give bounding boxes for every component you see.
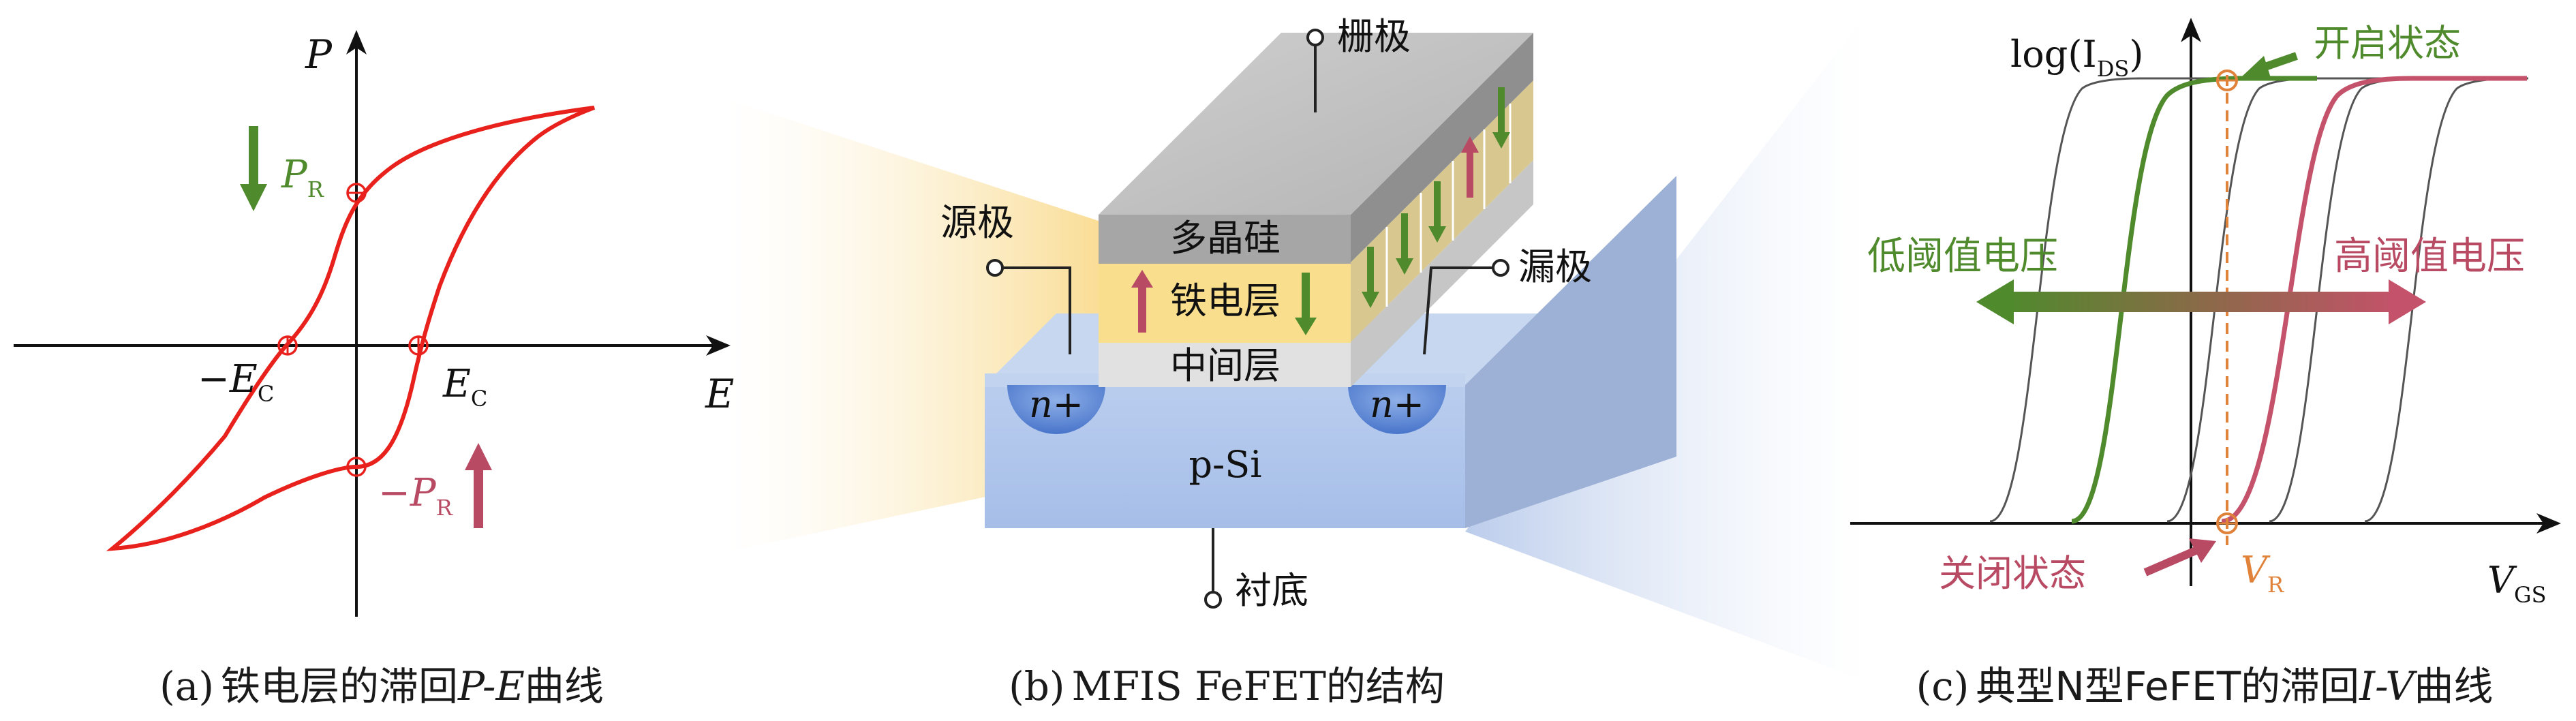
ec-label: EC [442, 362, 487, 412]
side-down-arrow [1396, 213, 1413, 275]
pr-down-arrow [240, 126, 267, 211]
caption-c-text2: 曲线 [2414, 663, 2494, 709]
caption-b-prefix: (b) [1009, 663, 1065, 709]
high-vt-label: 高阈值电压 [2334, 234, 2525, 279]
side-domain-arrows [1362, 87, 1510, 308]
iv-y-label: log(IDS) [2010, 33, 2143, 82]
poly-side [1351, 33, 1533, 262]
side-down-arrow [1428, 181, 1446, 243]
gate-label: 栅极 [1337, 15, 1411, 58]
nplus-right-label: n+ [1370, 383, 1424, 426]
iv-curve-low-vt [2071, 76, 2317, 524]
psi-label: p-Si [1189, 443, 1261, 486]
ferro-label: 铁电层 [1170, 279, 1281, 322]
panel-c: log(IDS) 开启状态 关闭状态 低阈值电压 高阈值电压 VR VGS [1850, 18, 2561, 608]
gate-terminal [1306, 29, 1324, 112]
caption-c: (c)典型N型FeFET的滞回I-V曲线 [1840, 654, 2569, 711]
off-state-pointer [2143, 538, 2216, 577]
panel-a: P E PR −PR −EC EC [14, 30, 734, 617]
neg-ec-label: −EC [198, 357, 274, 407]
iv-curve-high-vt [2221, 76, 2527, 524]
vgs-label: VGS [2487, 559, 2546, 608]
drain-label: 漏极 [1518, 245, 1592, 288]
ferro-up-arrow [1131, 270, 1153, 333]
hysteresis-loop [106, 106, 596, 551]
on-state-label: 开启状态 [2314, 22, 2461, 65]
interlayer-label: 中间层 [1170, 344, 1281, 387]
iv-x-arrowhead [2536, 513, 2561, 534]
ferro-down-arrow [1295, 273, 1317, 335]
drain-terminal [1423, 259, 1509, 355]
caption-b: (b)MFIS FeFET的结构 [940, 654, 1513, 711]
psi-side [1465, 176, 1676, 528]
vt-shift-arrow [1976, 279, 2426, 324]
poly-label: 多晶硅 [1170, 217, 1281, 260]
nplus-right-region [1348, 385, 1446, 434]
nplus-left-label: n+ [1029, 383, 1084, 426]
iv-y-arrowhead [2181, 18, 2201, 42]
off-state-label: 关闭状态 [1939, 552, 2086, 595]
source-label: 源极 [940, 201, 1014, 244]
caption-a-text1: 铁电层的滞回 [221, 663, 459, 709]
caption-a-text2: 曲线 [524, 663, 604, 709]
pe-x-arrowhead [706, 335, 731, 356]
caption-b-text2: 的结构 [1325, 663, 1445, 709]
substrate-terminal [1204, 528, 1222, 609]
caption-c-text1: 典型N型FeFET的滞回 [1976, 663, 2360, 709]
gate-top [1099, 33, 1533, 215]
neg-pr-up-arrow [465, 443, 492, 528]
source-terminal [986, 259, 1071, 354]
ferro-side [1351, 80, 1533, 342]
panel-b: 栅极 多晶硅 铁电层 中间层 源极 漏极 n+ n+ p-Si 衬底 [726, 14, 1867, 681]
caption-b-text1: MFIS FeFET [1071, 663, 1326, 709]
caption-c-prefix: (c) [1916, 663, 1969, 709]
side-down-arrow [1492, 87, 1510, 149]
pr-label: PR [281, 153, 324, 202]
substrate-label: 衬底 [1235, 569, 1308, 612]
low-vt-label: 低阈值电压 [1867, 234, 2058, 279]
domain-walls [1385, 104, 1512, 307]
caption-a-prefix: (a) [159, 663, 214, 709]
vr-label: VR [2241, 549, 2284, 598]
interlayer-side [1351, 160, 1533, 387]
caption-c-iv: I-V [2359, 663, 2414, 709]
side-up-arrow [1461, 136, 1479, 198]
caption-a: (a)铁电层的滞回P-E曲线 [102, 654, 661, 711]
pe-y-arrowhead [346, 30, 367, 55]
side-down-arrow [1362, 247, 1379, 308]
on-state-pointer [2242, 52, 2298, 78]
caption-a-pe: P-E [458, 663, 525, 709]
pe-y-label: P [305, 31, 333, 78]
neg-pr-label: −PR [378, 471, 453, 521]
interlayer-front [1099, 342, 1351, 387]
iv-curve-gray [1989, 77, 2235, 523]
poly-front [1099, 215, 1351, 264]
nplus-left-region [1007, 385, 1105, 434]
